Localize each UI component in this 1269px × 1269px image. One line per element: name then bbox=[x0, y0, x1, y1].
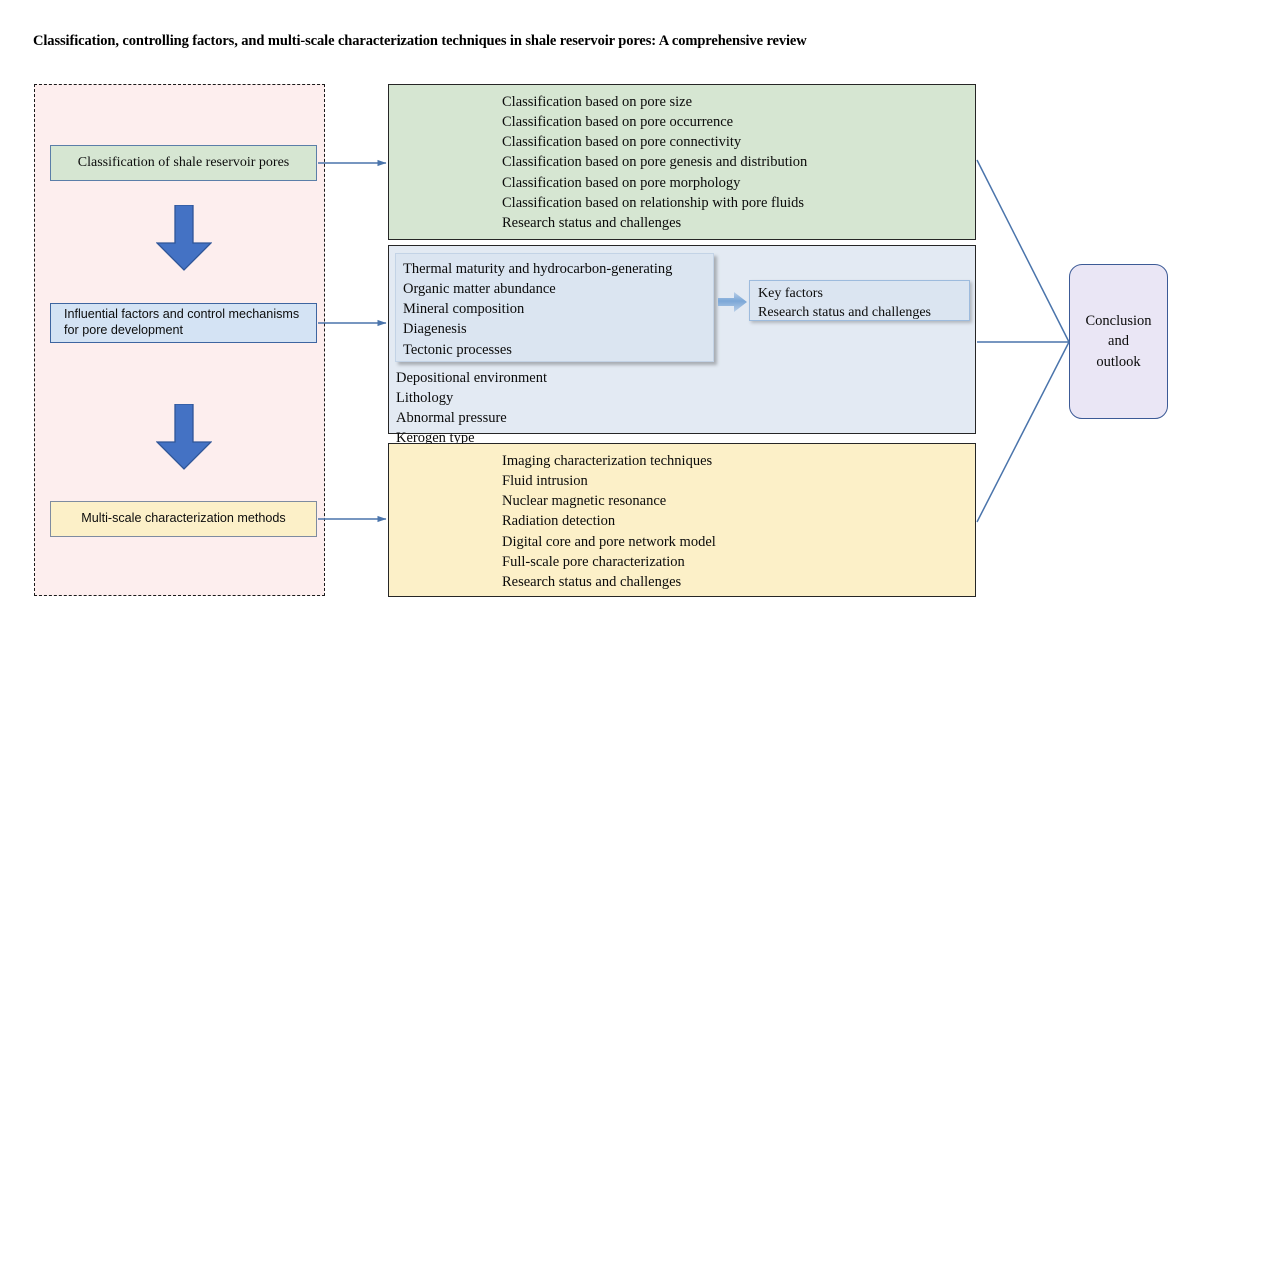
list-item: Classification based on pore morphology bbox=[502, 174, 741, 191]
right-arrow-icon bbox=[718, 292, 748, 312]
stage-label-influential-factors: Influential factors and control mechanis… bbox=[64, 307, 300, 337]
methods-panel-list: Imaging characterization techniques Flui… bbox=[502, 451, 975, 592]
conclusion-node[interactable]: Conclusion and outlook bbox=[1069, 264, 1168, 419]
list-item: Classification based on pore genesis and… bbox=[502, 154, 808, 171]
stage-box-multiscale-methods[interactable]: Multi-scale characterization methods bbox=[50, 501, 317, 537]
list-item: Radiation detection bbox=[502, 513, 616, 530]
list-item: Research status and challenges bbox=[502, 573, 682, 590]
stage-box-classification[interactable]: Classification of shale reservoir pores bbox=[50, 145, 317, 181]
list-item: Classification based on pore size bbox=[502, 94, 693, 110]
secondary-factors-list-wrap: Depositional environment Lithology Abnor… bbox=[396, 368, 726, 449]
secondary-factors-list: Depositional environment Lithology Abnor… bbox=[396, 368, 726, 449]
list-item: Classification based on pore connectivit… bbox=[502, 134, 742, 151]
influential-factors-panel: Thermal maturity and hydrocarbon-generat… bbox=[388, 245, 976, 446]
connector-methods-panel-to-conclusion bbox=[976, 341, 1070, 523]
list-item: Tectonic processes bbox=[403, 341, 512, 358]
list-item: Depositional environment bbox=[396, 370, 548, 386]
primary-factors-subpanel: Thermal maturity and hydrocarbon-generat… bbox=[395, 253, 714, 362]
key-factors-line: Research status and challenges bbox=[758, 305, 931, 321]
key-factors-callout[interactable]: Key factors Research status and challeng… bbox=[749, 280, 970, 321]
page-title: Classification, controlling factors, and… bbox=[33, 33, 807, 49]
list-item: Imaging characterization techniques bbox=[502, 453, 713, 469]
list-item: Research status and challenges bbox=[502, 214, 682, 231]
down-arrow-icon bbox=[155, 403, 213, 470]
stage-label-classification: Classification of shale reservoir pores bbox=[77, 155, 290, 171]
conclusion-line: outlook bbox=[1096, 353, 1141, 370]
stage-label-multiscale-methods: Multi-scale characterization methods bbox=[81, 511, 286, 526]
list-item: Lithology bbox=[396, 390, 454, 407]
classification-panel: Classification based on pore size Classi… bbox=[388, 84, 976, 240]
primary-factors-list: Thermal maturity and hydrocarbon-generat… bbox=[403, 259, 713, 360]
list-item: Classification based on pore occurrence bbox=[502, 114, 734, 131]
conclusion-line: and bbox=[1108, 333, 1129, 350]
list-item: Organic matter abundance bbox=[403, 281, 556, 298]
key-factors-line: Key factors bbox=[758, 286, 823, 301]
conclusion-line: Conclusion bbox=[1085, 312, 1152, 329]
list-item: Classification based on relationship wit… bbox=[502, 194, 805, 211]
list-item: Abnormal pressure bbox=[396, 410, 507, 427]
down-arrow-icon bbox=[155, 204, 213, 271]
connector-classification-panel-to-conclusion bbox=[976, 159, 1070, 343]
list-item: Nuclear magnetic resonance bbox=[502, 493, 667, 510]
list-item: Thermal maturity and hydrocarbon-generat… bbox=[403, 261, 673, 277]
classification-panel-list: Classification based on pore size Classi… bbox=[502, 92, 975, 233]
list-item: Full-scale pore characterization bbox=[502, 553, 685, 570]
characterization-methods-panel: Imaging characterization techniques Flui… bbox=[388, 443, 976, 597]
list-item: Mineral composition bbox=[403, 301, 525, 318]
list-item: Kerogen type bbox=[396, 430, 475, 447]
list-item: Digital core and pore network model bbox=[502, 533, 716, 550]
stage-box-influential-factors[interactable]: Influential factors and control mechanis… bbox=[50, 303, 317, 343]
list-item: Fluid intrusion bbox=[502, 473, 588, 490]
list-item: Diagenesis bbox=[403, 321, 467, 338]
